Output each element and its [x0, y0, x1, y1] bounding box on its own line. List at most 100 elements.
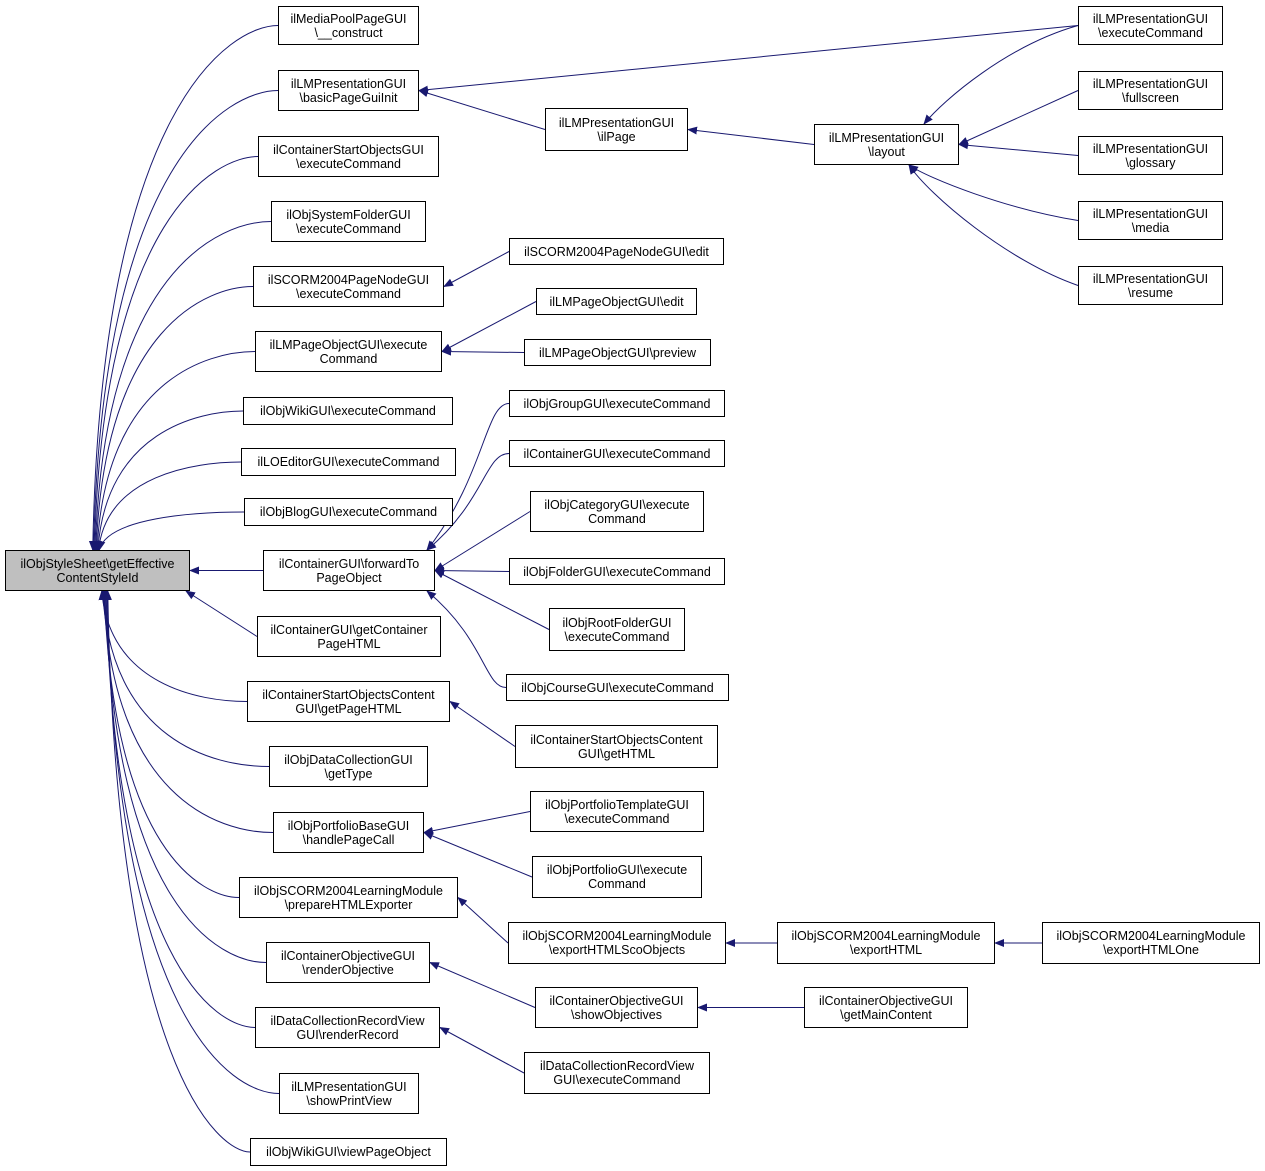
- node-label-line: ilObjSCORM2004LearningModule: [522, 929, 712, 943]
- function-node-r2[interactable]: ilLMPresentationGUI\fullscreen: [1078, 71, 1223, 110]
- function-node-m10[interactable]: ilObjCourseGUI\executeCommand: [506, 674, 729, 701]
- node-label-line: ilContainerGUI\getContainer: [270, 622, 428, 637]
- call-edge-n13-to-root: [99, 590, 270, 767]
- function-node-n18[interactable]: ilLMPresentationGUI\showPrintView: [279, 1073, 419, 1114]
- function-node-m12[interactable]: ilObjPortfolioTemplateGUI\executeCommand: [530, 791, 704, 832]
- node-label-line: ilLMPageObjectGUI\edit: [549, 294, 684, 309]
- call-edge-r5-to-l1: [908, 164, 1079, 286]
- node-label-line: ilObjPortfolioBaseGUI: [287, 818, 410, 833]
- function-node-n3[interactable]: ilContainerStartObjectsGUI\executeComman…: [258, 136, 439, 177]
- node-label-line: ilLMPresentationGUI: [828, 130, 945, 145]
- function-node-n5[interactable]: ilSCORM2004PageNodeGUI\executeCommand: [253, 266, 444, 307]
- call-edge-n16-to-root: [101, 590, 267, 963]
- function-node-m15[interactable]: ilContainerObjectiveGUI\showObjectives: [535, 987, 698, 1028]
- function-node-m4[interactable]: ilLMPageObjectGUI\preview: [524, 339, 711, 366]
- node-label-line: GUI\executeCommand: [553, 1073, 681, 1087]
- node-label-line: Command: [319, 351, 378, 366]
- node-label-line: GUI\getPageHTML: [295, 701, 402, 716]
- function-node-l3[interactable]: ilContainerObjectiveGUI\getMainContent: [804, 987, 968, 1028]
- function-node-n15[interactable]: ilObjSCORM2004LearningModule\prepareHTML…: [239, 877, 458, 918]
- node-label-line: \exportHTMLOne: [1103, 943, 1199, 957]
- function-node-l1[interactable]: ilLMPresentationGUI\layout: [814, 124, 959, 165]
- node-label-line: ilObjRootFolderGUI: [562, 615, 672, 630]
- node-label-line: \exportHTMLScoObjects: [548, 943, 686, 957]
- call-edge-m7-to-n10: [434, 511, 531, 572]
- node-label-line: \fullscreen: [1122, 90, 1179, 105]
- call-edge-n18-to-root: [103, 590, 280, 1094]
- call-edge-n15-to-root: [100, 590, 240, 898]
- function-node-m5[interactable]: ilObjGroupGUI\executeCommand: [509, 390, 725, 417]
- call-edge-m15-to-n16: [429, 962, 536, 1008]
- node-label-line: Command: [588, 877, 646, 891]
- call-edge-r1-to-n2: [418, 25, 1079, 94]
- function-node-n4[interactable]: ilObjSystemFolderGUI\executeCommand: [271, 201, 426, 242]
- node-label-line: ilLMPresentationGUI: [1092, 206, 1209, 221]
- call-edge-n3-to-root: [90, 156, 259, 551]
- call-edge-r1-to-l1: [923, 25, 1079, 125]
- function-node-m3[interactable]: ilLMPageObjectGUI\edit: [536, 288, 697, 315]
- function-node-r4[interactable]: ilLMPresentationGUI\media: [1078, 201, 1223, 240]
- node-label-line: ilObjCategoryGUI\execute: [544, 497, 690, 512]
- node-label-line: PageHTML: [317, 636, 381, 651]
- node-label-line: \showObjectives: [570, 1007, 662, 1022]
- function-node-r6[interactable]: ilObjSCORM2004LearningModule\exportHTMLO…: [1042, 922, 1260, 964]
- function-node-l2[interactable]: ilObjSCORM2004LearningModule\exportHTML: [777, 922, 995, 964]
- function-node-r1[interactable]: ilLMPresentationGUI\executeCommand: [1078, 6, 1223, 45]
- function-node-n7[interactable]: ilObjWikiGUI\executeCommand: [243, 397, 453, 425]
- function-node-n2[interactable]: ilLMPresentationGUI\basicPageGuiInit: [278, 70, 419, 111]
- node-label-line: ilMediaPoolPageGUI: [290, 11, 407, 26]
- call-edge-r3-to-l1: [958, 141, 1079, 156]
- function-node-n8[interactable]: ilLOEditorGUI\executeCommand: [241, 448, 456, 476]
- function-node-m14[interactable]: ilObjSCORM2004LearningModule\exportHTMLS…: [508, 922, 726, 964]
- node-label-line: ilObjFolderGUI\executeCommand: [523, 564, 711, 579]
- node-label-line: ilDataCollectionRecordView: [270, 1013, 425, 1028]
- function-node-n1[interactable]: ilMediaPoolPageGUI\__construct: [278, 6, 419, 45]
- function-node-m1[interactable]: ilLMPresentationGUI\ilPage: [545, 108, 688, 151]
- node-label-line: ilObjBlogGUI\executeCommand: [259, 505, 438, 519]
- node-label-line: \executeCommand: [1098, 25, 1203, 40]
- function-node-n14[interactable]: ilObjPortfolioBaseGUI\handlePageCall: [273, 812, 424, 853]
- node-label-line: Command: [588, 511, 646, 526]
- node-label-line: ilLMPresentationGUI: [1092, 76, 1209, 91]
- call-edge-m3-to-n6: [441, 301, 537, 352]
- node-label-line: \exportHTML: [849, 943, 923, 957]
- node-label-line: ilLMPresentationGUI: [1092, 11, 1209, 26]
- node-label-line: \getType: [324, 766, 373, 781]
- node-label-line: ilLMPresentationGUI: [1092, 271, 1209, 286]
- call-edge-n1-to-root: [88, 25, 279, 551]
- call-edge-l1-to-m1: [687, 126, 815, 145]
- function-node-n16[interactable]: ilContainerObjectiveGUI\renderObjective: [266, 942, 430, 983]
- node-label-line: ilLMPageObjectGUI\preview: [538, 345, 696, 360]
- function-node-n9[interactable]: ilObjBlogGUI\executeCommand: [244, 498, 453, 526]
- function-node-m9[interactable]: ilObjRootFolderGUI\executeCommand: [549, 608, 685, 651]
- node-label-line: ilObjWikiGUI\viewPageObject: [266, 1145, 431, 1159]
- node-label-line: ilObjSCORM2004LearningModule: [791, 929, 981, 943]
- node-label-line: ilObjPortfolioTemplateGUI: [545, 797, 689, 812]
- node-label-line: \executeCommand: [564, 811, 670, 826]
- function-node-m2[interactable]: ilSCORM2004PageNodeGUI\edit: [509, 238, 724, 265]
- call-edge-r4-to-l1: [908, 164, 1079, 221]
- node-label-line: ilDataCollectionRecordView: [539, 1059, 694, 1073]
- function-node-n19[interactable]: ilObjWikiGUI\viewPageObject: [250, 1138, 447, 1166]
- node-label-line: ilContainerGUI\forwardTo: [278, 556, 420, 571]
- node-label-line: \executeCommand: [564, 629, 670, 644]
- node-label-line: ilSCORM2004PageNodeGUI: [267, 272, 430, 287]
- node-label-line: ilObjWikiGUI\executeCommand: [260, 404, 436, 418]
- function-node-n13[interactable]: ilObjDataCollectionGUI\getType: [269, 746, 428, 787]
- function-node-r3[interactable]: ilLMPresentationGUI\glossary: [1078, 136, 1223, 175]
- call-edge-m12-to-n14: [423, 811, 531, 835]
- function-node-m6[interactable]: ilContainerGUI\executeCommand: [509, 440, 725, 467]
- function-node-m8[interactable]: ilObjFolderGUI\executeCommand: [509, 558, 725, 585]
- function-node-r5[interactable]: ilLMPresentationGUI\resume: [1078, 266, 1223, 305]
- call-edge-n8-to-root: [95, 461, 242, 551]
